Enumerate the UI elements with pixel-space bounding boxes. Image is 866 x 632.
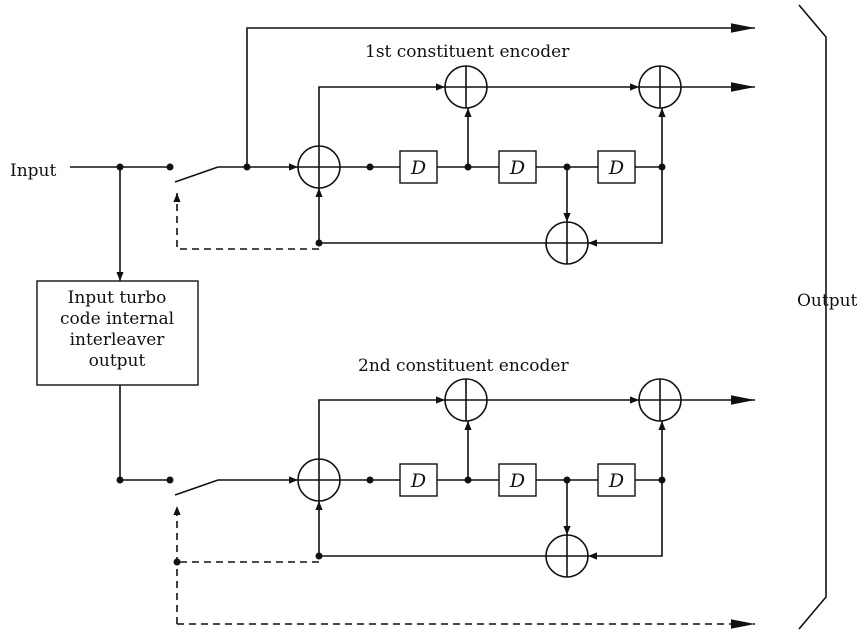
encoder2-delay-1	[399, 463, 438, 497]
switch2-lever	[174, 479, 219, 496]
encoder1-node-a	[366, 163, 374, 171]
encoder1-delay-3-label: D	[608, 157, 624, 179]
encoder1-top-path	[318, 83, 445, 146]
switch2-contact	[166, 476, 174, 484]
interleaver-line-2: code internal	[60, 309, 174, 329]
interleaver-line-3: interleaver	[70, 330, 166, 350]
output-label: Output	[797, 291, 858, 311]
encoder2-node-a	[366, 476, 374, 484]
encoder1-tap-d-down	[588, 167, 663, 247]
switch1-contact	[166, 163, 174, 171]
switch1-lever	[174, 166, 219, 183]
output-bracket	[798, 4, 827, 630]
encoder2-delay-3	[597, 463, 636, 497]
input-label: Input	[10, 161, 56, 181]
encoder2-delay-3-label: D	[608, 470, 624, 492]
encoder1-delay-1	[399, 150, 438, 184]
encoder1-termination-dashed	[173, 193, 319, 250]
interleaver-output-line	[119, 385, 170, 481]
encoder2-delay-1-label: D	[410, 470, 426, 492]
encoder1-delay-1-label: D	[410, 157, 426, 179]
encoder2-dashed-junction	[173, 558, 181, 566]
encoder1-delay-3	[597, 150, 636, 184]
interleaver-line-4: output	[89, 351, 146, 371]
encoder2-label: 2nd constituent encoder	[358, 356, 569, 376]
encoder2-delay-2-label: D	[509, 470, 525, 492]
systematic-output-line	[246, 23, 755, 167]
interleaver-box	[36, 280, 199, 386]
encoder2-delay-2	[498, 463, 537, 497]
interleaver-junction	[116, 476, 124, 484]
encoder1-delay-2-label: D	[509, 157, 525, 179]
interleaver-line-1: Input turbo	[68, 288, 167, 308]
encoder2-tap-d-down	[588, 480, 663, 560]
encoder1-label: 1st constituent encoder	[365, 42, 570, 62]
encoder2-top-path	[318, 396, 445, 459]
